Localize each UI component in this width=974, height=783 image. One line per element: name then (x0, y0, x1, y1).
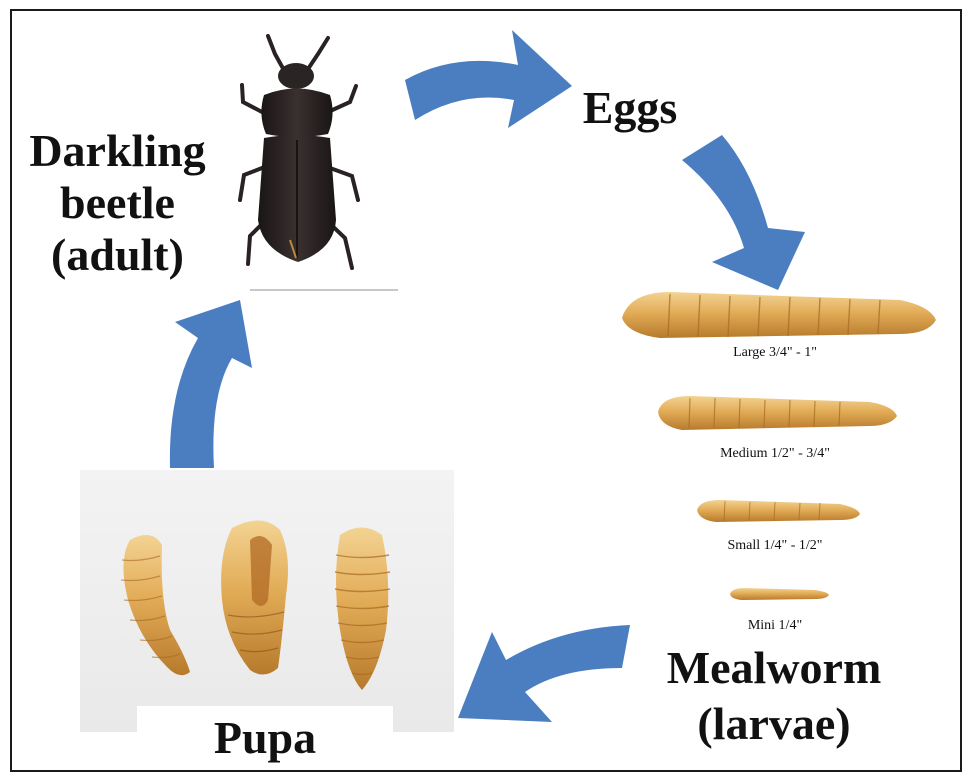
larva-size-mini-label: Mini 1/4" (650, 618, 900, 634)
larvae-stage-label: Mealworm (larvae) (654, 640, 894, 752)
larva-size-small-label: Small 1/4" - 1/2" (650, 538, 900, 554)
arrow-larvae-to-pupa (458, 625, 630, 722)
arrow-pupa-to-adult (170, 300, 252, 468)
arrow-eggs-to-larvae (682, 135, 805, 290)
larva-small (697, 500, 860, 522)
adult-stage-label: Darkling beetle (adult) (20, 125, 215, 281)
pupa-curved (121, 535, 190, 675)
pupa-stage-label: Pupa (140, 712, 390, 764)
larva-medium (658, 396, 897, 430)
larva-size-medium-label: Medium 1/2" - 3/4" (650, 446, 900, 462)
beetle-image (240, 36, 398, 290)
larva-large (622, 292, 936, 338)
larva-size-large-label: Large 3/4" - 1" (650, 345, 900, 361)
larva-mini (730, 588, 829, 600)
arrow-adult-to-eggs (405, 30, 572, 128)
pupa-dorsal (335, 528, 390, 691)
pupa-ventral (221, 520, 288, 674)
eggs-stage-label: Eggs (570, 82, 690, 134)
